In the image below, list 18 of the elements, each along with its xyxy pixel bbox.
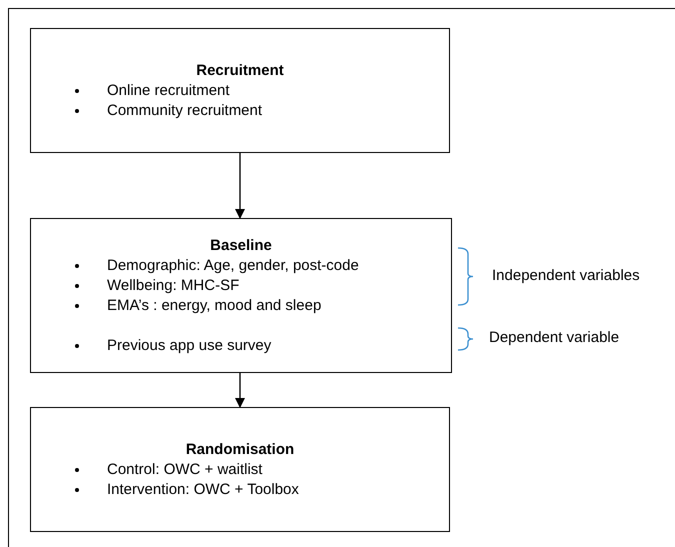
process-box	[30, 407, 450, 532]
process-box	[30, 28, 450, 153]
bullet-text: Wellbeing: MHC-SF	[107, 276, 240, 296]
bullet-text: Community recruitment	[107, 100, 262, 120]
bullet-text: Demographic: Age, gender, post-code	[107, 256, 359, 276]
process-box	[30, 218, 452, 373]
bullet-text: Intervention: OWC + Toolbox	[107, 480, 299, 500]
annotation-label: Independent variables	[492, 266, 640, 286]
box-heading: Randomisation	[186, 440, 294, 458]
bullet-text: Online recruitment	[107, 80, 230, 100]
bullet-text: Control: OWC + waitlist	[107, 460, 262, 480]
box-heading: Baseline	[210, 236, 272, 254]
bullet-text: Previous app use survey	[107, 336, 272, 356]
annotation-label: Dependent variable	[489, 328, 620, 348]
box-heading: Recruitment	[196, 62, 284, 78]
arrow	[235, 153, 245, 219]
bullet-text: EMA’s : energy, mood and sleep	[107, 296, 322, 316]
arrow	[235, 373, 245, 408]
